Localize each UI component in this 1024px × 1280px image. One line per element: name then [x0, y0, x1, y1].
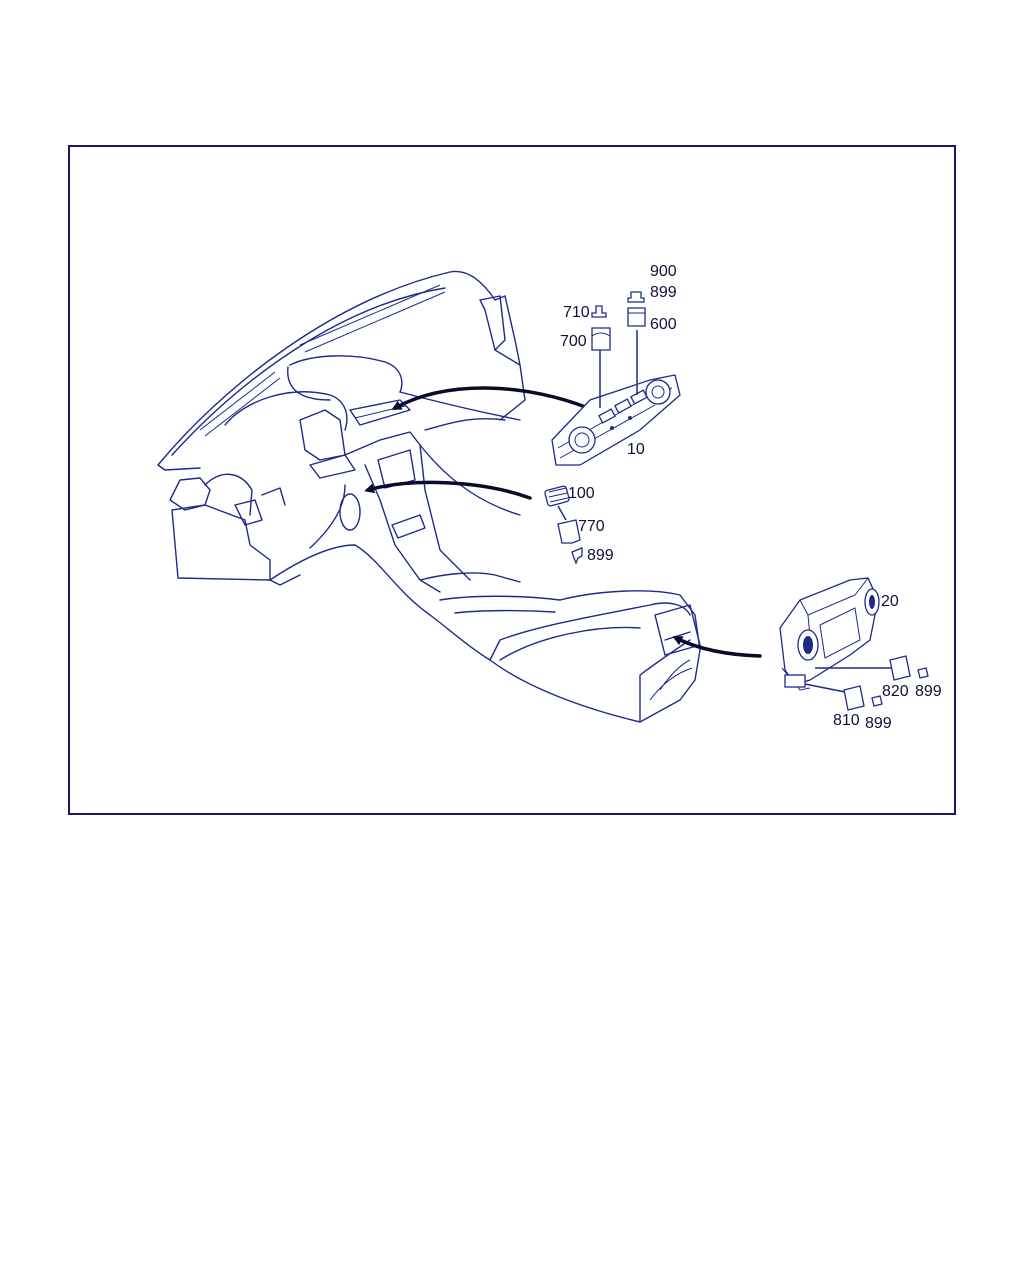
arrow-to-dash — [391, 386, 590, 410]
label-899-c: 899 — [915, 683, 942, 700]
leader-770 — [557, 505, 567, 521]
label-10: 10 — [627, 441, 645, 458]
label-899-d: 899 — [865, 715, 892, 732]
label-899-a: 899 — [650, 284, 677, 301]
dashboard-illustration — [157, 270, 701, 723]
knob-900-icon — [627, 291, 645, 303]
cap-600-icon — [627, 307, 646, 327]
label-20: 20 — [881, 593, 899, 610]
screw-899-icon — [571, 547, 583, 565]
label-710: 710 — [563, 304, 590, 321]
cap-820-icon — [889, 655, 911, 681]
leader-810 — [804, 683, 846, 693]
label-900: 900 — [650, 263, 677, 280]
screw-899-upper-icon — [917, 667, 929, 679]
label-810: 810 — [833, 712, 860, 729]
cap-700-icon — [591, 327, 611, 351]
diagram-frame — [68, 145, 956, 815]
label-770: 770 — [578, 518, 605, 535]
arrow-to-rear — [672, 636, 762, 658]
screw-899-lower-icon — [871, 695, 883, 707]
rear-climate-unit-20 — [779, 577, 880, 691]
label-100: 100 — [568, 485, 595, 502]
label-600: 600 — [650, 316, 677, 333]
cap-810-icon — [843, 685, 865, 711]
knob-710-icon — [591, 305, 607, 318]
climate-control-unit-10 — [551, 374, 681, 466]
arrow-to-center — [364, 480, 532, 500]
label-700: 700 — [560, 333, 587, 350]
label-899-b: 899 — [587, 547, 614, 564]
switch-100 — [544, 485, 570, 507]
cap-770-icon — [557, 519, 581, 544]
label-820: 820 — [882, 683, 909, 700]
